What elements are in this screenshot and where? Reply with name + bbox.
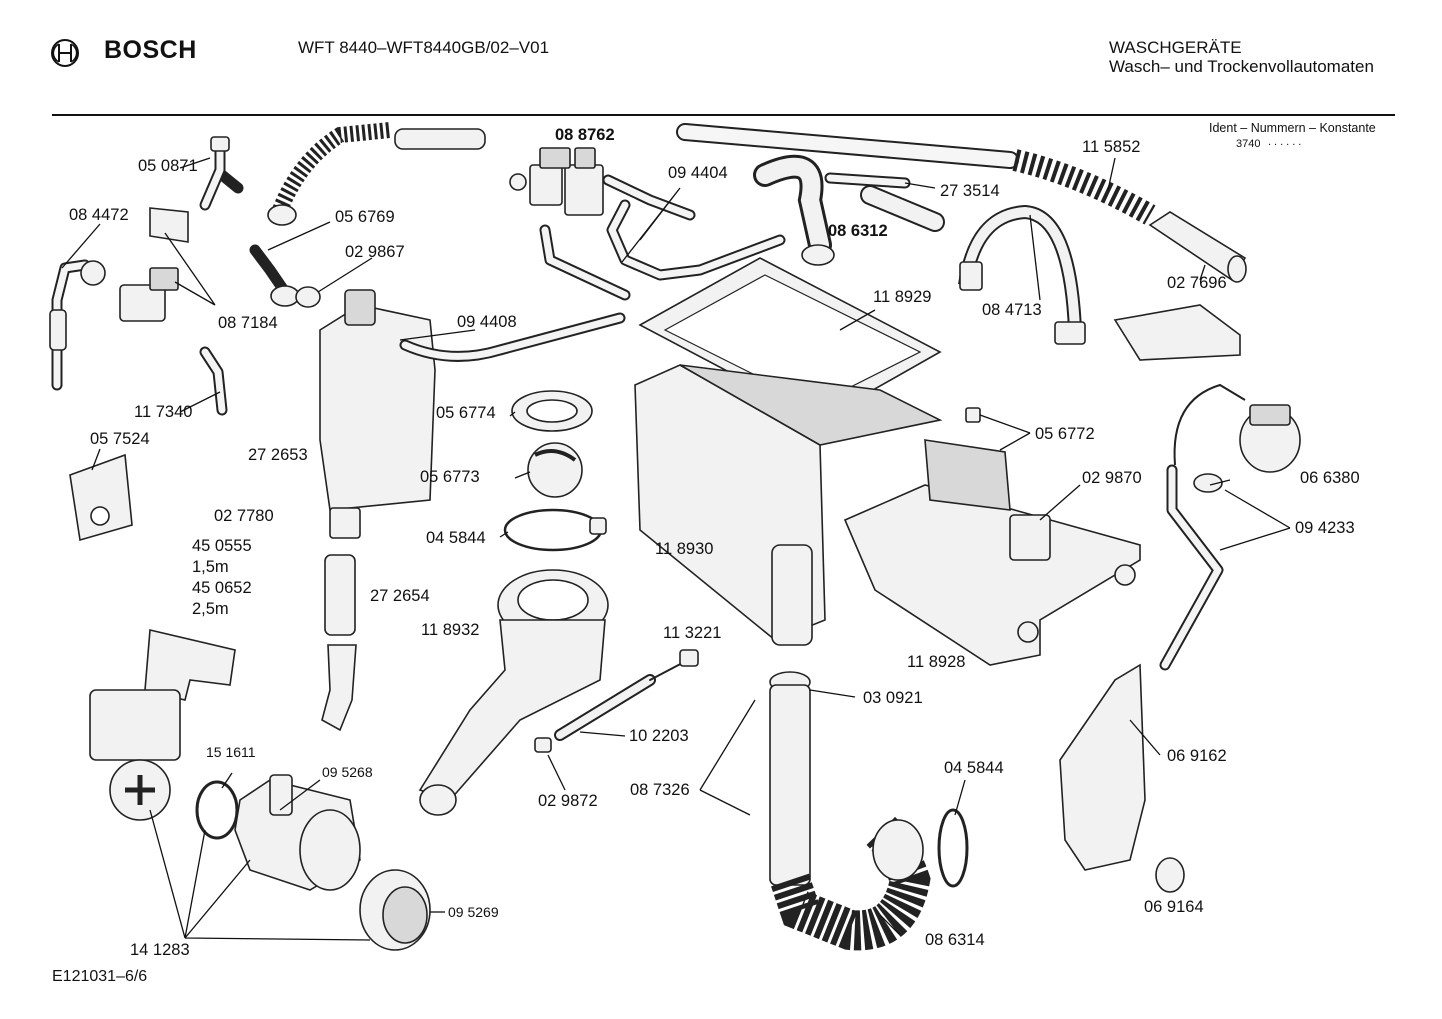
part-label-272653: 27 2653 [248,446,308,464]
part-label-045844b: 04 5844 [944,759,1004,777]
ident-dots: ...... [1268,136,1305,148]
pressure-switch-drawing [1173,383,1301,493]
part-label-084472: 08 4472 [69,206,129,224]
part-label-084713: 08 4713 [982,301,1042,319]
clamp-045844-drawing [503,508,603,552]
brand-name: BOSCH [104,36,197,64]
part-label-087184: 08 7184 [218,314,278,332]
cover-plate-drawing [69,453,133,542]
category-subtitle: Wasch– und Trockenvollautomaten [1109,57,1374,76]
drain-pump-drawing [89,629,236,821]
foot-069164-drawing [1155,857,1185,893]
part-label-088762: 08 8762 [555,126,615,144]
bosch-logo-icon [51,39,79,67]
pump-housing-drawing [234,774,361,891]
ident-value: 3740 [1236,138,1261,150]
part-label-450555: 45 0555 [192,537,252,555]
part-label-095269: 09 5269 [448,904,499,920]
part-label-118928: 11 8928 [907,653,965,671]
part-label-273514: 27 3514 [940,182,1000,200]
drain-hose-drawing [769,671,931,951]
part-label-length-2: 2,5m [192,600,229,618]
part-label-141283: 14 1283 [130,941,190,959]
part-label-094408: 09 4408 [457,313,517,331]
leader-lines [61,157,1291,941]
part-label-118929: 11 8929 [873,288,931,306]
part-label-066380: 06 6380 [1300,469,1360,487]
part-label-086314: 08 6314 [925,931,985,949]
o-ring-151611-drawing [195,780,239,840]
corrugated-hose-drawing [267,122,486,226]
tube-272654-drawing [321,554,357,732]
part-label-118930: 11 8930 [655,540,713,558]
part-label-094404: 09 4404 [668,164,728,182]
part-label-050871: 05 0871 [138,157,198,175]
part-label-057524: 05 7524 [90,430,150,448]
part-label-086312: 08 6312 [828,222,888,240]
bracket-069162-drawing [1059,663,1146,871]
drawer-118928-drawing [843,407,1141,666]
part-label-056774: 05 6774 [436,404,496,422]
part-label-095268: 09 5268 [322,764,373,780]
part-label-115852: 11 5852 [1082,138,1140,156]
part-label-030921: 03 0921 [863,689,923,707]
clamp-045844b-drawing [937,808,969,888]
dispenser-lid-drawing [638,257,942,421]
part-label-069164: 06 9164 [1144,898,1204,916]
drawing-reference: E121031–6/6 [52,968,148,985]
part-label-272654: 27 2654 [370,587,430,605]
dispenser-drawer-drawing [634,364,943,646]
part-label-length-1: 1,5m [192,558,229,576]
part-label-029867: 02 9867 [345,243,405,261]
y-connector-drawing [199,136,244,211]
part-label-118932: 11 8932 [421,621,479,639]
tank-drawing [319,289,436,539]
part-label-029870: 02 9870 [1082,469,1142,487]
part-label-056772: 05 6772 [1035,425,1095,443]
category-title: WASCHGERÄTE [1109,38,1242,57]
part-label-151611: 15 1611 [206,744,256,760]
part-label-045844a: 04 5844 [426,529,486,547]
part-label-056769: 05 6769 [335,208,395,226]
inlet-valve-drawing [49,207,189,391]
part-label-450652: 45 0652 [192,579,252,597]
model-number: WFT 8440–WFT8440GB/02–V01 [298,38,550,57]
part-label-117340: 11 7340 [134,403,192,421]
part-label-069162: 06 9162 [1167,747,1227,765]
sump-drawing [418,569,609,816]
part-label-056773: 05 6773 [420,468,480,486]
part-label-029872: 02 9872 [538,792,598,810]
header-divider [52,114,1395,116]
part-label-102203: 10 2203 [629,727,689,745]
ident-label: Ident – Nummern – Konstante [1209,121,1376,135]
part-label-027696: 02 7696 [1167,274,1227,292]
part-label-094233: 09 4233 [1295,519,1355,537]
hose-056769-drawing [249,244,291,298]
plate-drawing [1113,304,1241,361]
corrugated-hose-115852-drawing [1012,149,1156,225]
part-label-087326: 08 7326 [630,781,690,799]
filter-095269-drawing [359,869,431,951]
part-label-027780: 02 7780 [214,507,274,525]
part-label-113221: 11 3221 [663,624,721,642]
solenoid-valve-drawing [509,147,604,216]
